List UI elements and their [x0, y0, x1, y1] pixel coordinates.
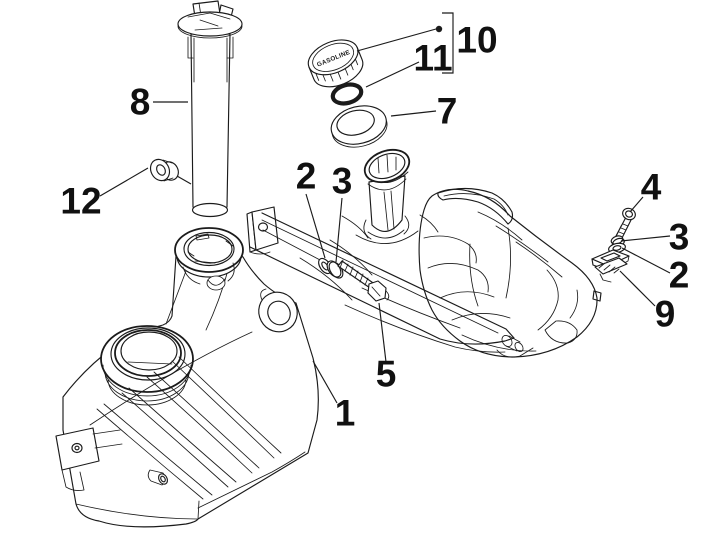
leader-line-lock-washer-rear — [620, 235, 671, 242]
part-label-lock-washer-rear: 3 — [669, 217, 690, 258]
callout-bracket-fuel-cap-assembly — [442, 12, 454, 74]
part-1-fuel-tank-right-lobe — [418, 187, 602, 358]
part-4-screw — [615, 207, 636, 241]
part-1-fuel-tank-left-lobe — [55, 206, 534, 528]
leader-line-lock-washer-front — [335, 197, 343, 263]
part-label-washer-front: 2 — [296, 156, 317, 197]
leader-line-bolt — [378, 302, 387, 363]
part-label-bracket: 9 — [655, 294, 676, 335]
rear-fastener-group — [591, 207, 636, 283]
leader-line-fuel-tank — [312, 360, 338, 404]
leader-line-screw — [629, 196, 644, 213]
part-8-fuel-level-sender — [177, 0, 243, 218]
leader-line-bushing — [176, 175, 192, 185]
leader-line-fuel-cap-assembly — [356, 28, 437, 52]
tank-strap — [249, 212, 515, 345]
part-label-fuel-cap-assembly: 10 — [456, 20, 497, 61]
leader-line-filler-seal — [390, 110, 437, 117]
part-label-o-ring: 11 — [413, 38, 452, 79]
leader-line-bracket — [619, 270, 656, 307]
leader-line-o-ring — [365, 61, 420, 88]
part-label-washer-rear: 2 — [669, 255, 690, 296]
part-label-fuel-tank: 1 — [335, 393, 356, 434]
part-12-bushing — [149, 158, 179, 182]
part-label-screw: 4 — [641, 167, 662, 208]
part-label-filler-seal: 7 — [437, 91, 458, 132]
part-10-fuel-cap: GASOLINE — [307, 39, 364, 88]
part-label-lock-washer-front: 3 — [332, 161, 353, 202]
callout-dot-fuel-cap-assembly — [435, 25, 443, 33]
leader-line-washer-rear — [621, 247, 671, 274]
part-label-fuel-level-sender: 8 — [130, 82, 151, 123]
part-label-bushing: 12 — [60, 181, 101, 222]
part-11-o-ring — [330, 82, 364, 106]
part-9-bracket — [591, 249, 630, 283]
part-3-lock-washer-front — [326, 260, 344, 279]
part-5-bolt — [337, 259, 390, 302]
part-label-bolt: 5 — [376, 354, 397, 395]
leader-line-bushing — [99, 167, 149, 197]
filler-neck — [355, 148, 419, 245]
part-7-filler-seal — [330, 105, 388, 148]
part-5-bolt-group — [262, 229, 390, 302]
leader-line-washer-front — [305, 193, 326, 259]
